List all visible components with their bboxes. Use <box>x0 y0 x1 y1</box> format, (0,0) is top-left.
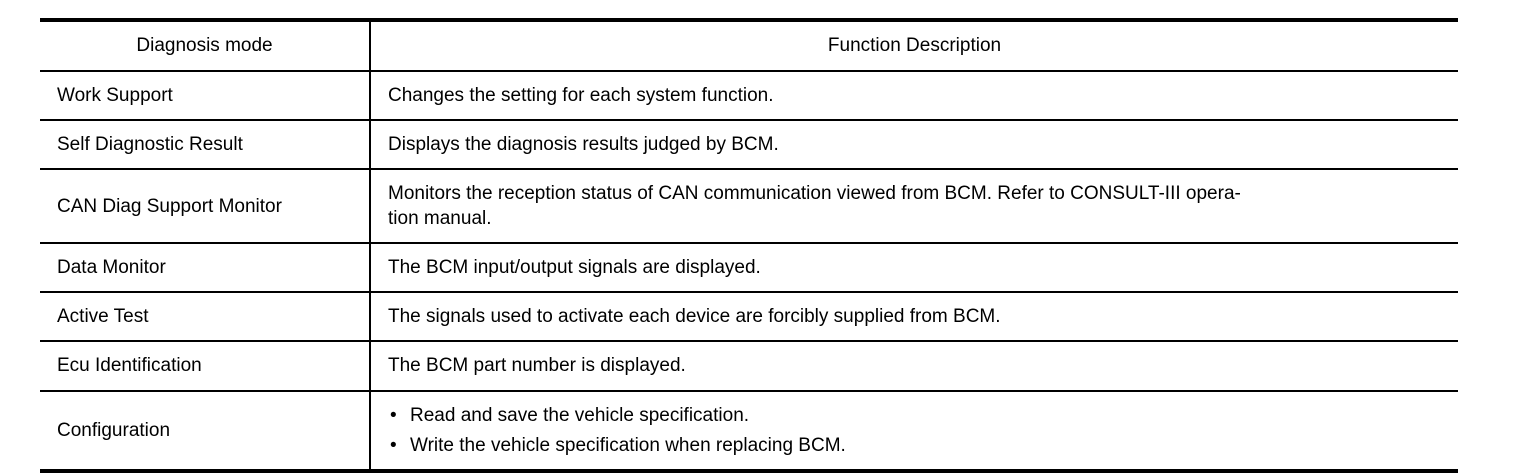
table-row: Data Monitor The BCM input/output signal… <box>40 242 1458 294</box>
function-description-text: The signals used to activate each device… <box>388 306 1001 328</box>
table-row: Ecu Identification The BCM part number i… <box>40 340 1458 392</box>
function-description-text: Displays the diagnosis results judged by… <box>388 134 779 156</box>
cell-diagnosis-mode: Data Monitor <box>40 242 371 294</box>
cell-diagnosis-mode: Active Test <box>40 291 371 343</box>
table-row: Self Diagnostic Result Displays the diag… <box>40 119 1458 171</box>
cell-function-description: Changes the setting for each system func… <box>370 69 1458 122</box>
diagnosis-mode-label: Configuration <box>57 419 171 441</box>
bullet-icon: • <box>390 404 397 426</box>
list-item: • Write the vehicle specification when r… <box>388 433 1448 458</box>
cell-diagnosis-mode: Work Support <box>40 69 371 122</box>
diagnosis-mode-label: Self Diagnostic Result <box>57 134 243 156</box>
diagnosis-mode-label: CAN Diag Support Monitor <box>57 195 282 217</box>
cell-function-description: The BCM input/output signals are display… <box>370 242 1458 294</box>
cell-function-description: The signals used to activate each device… <box>370 291 1458 343</box>
description-line-1: Monitors the reception status of CAN com… <box>388 183 1241 205</box>
cell-diagnosis-mode: Configuration <box>40 389 371 473</box>
table-header: Diagnosis mode Function Description <box>40 18 1458 72</box>
column-header-diagnosis-mode: Diagnosis mode <box>40 18 371 72</box>
table-row: Configuration • Read and save the vehicl… <box>40 389 1458 473</box>
list-item-label: Read and save the vehicle specification. <box>410 404 750 426</box>
cell-diagnosis-mode: Self Diagnostic Result <box>40 119 371 171</box>
cell-function-description: Monitors the reception status of CAN com… <box>370 168 1458 245</box>
diagnosis-mode-label: Work Support <box>57 85 173 106</box>
diagnosis-mode-label: Data Monitor <box>57 257 166 279</box>
table-header-row: Diagnosis mode Function Description <box>40 18 1458 72</box>
cell-function-description: Displays the diagnosis results judged by… <box>370 119 1458 171</box>
table-row: Work Support Changes the setting for eac… <box>40 69 1458 122</box>
function-description-text: The BCM part number is displayed. <box>388 355 686 377</box>
bullet-icon: • <box>390 434 397 456</box>
function-description-text: • Read and save the vehicle specificatio… <box>371 392 1458 469</box>
page-root: Diagnosis mode Function Description Work… <box>40 18 1458 473</box>
diagnosis-mode-table: Diagnosis mode Function Description Work… <box>40 18 1458 473</box>
list-item: • Read and save the vehicle specificatio… <box>388 403 1448 428</box>
cell-diagnosis-mode: CAN Diag Support Monitor <box>40 168 371 245</box>
description-line-2: tion manual. <box>388 208 492 230</box>
cell-diagnosis-mode: Ecu Identification <box>40 340 371 392</box>
cell-function-description: • Read and save the vehicle specificatio… <box>370 389 1458 473</box>
table-body: Work Support Changes the setting for eac… <box>40 69 1458 473</box>
diagnosis-mode-label: Ecu Identification <box>57 355 202 377</box>
configuration-bullet-list: • Read and save the vehicle specificatio… <box>388 403 1448 458</box>
function-description-text: The BCM input/output signals are display… <box>388 257 761 279</box>
diagnosis-mode-label: Active Test <box>57 306 149 328</box>
table-row: CAN Diag Support Monitor Monitors the re… <box>40 168 1458 245</box>
column-header-function-description: Function Description <box>370 18 1458 72</box>
function-description-text: Monitors the reception status of CAN com… <box>371 170 1458 242</box>
cell-function-description: The BCM part number is displayed. <box>370 340 1458 392</box>
table-row: Active Test The signals used to activate… <box>40 291 1458 343</box>
function-description-text: Changes the setting for each system func… <box>388 85 774 106</box>
list-item-label: Write the vehicle specification when rep… <box>410 434 846 456</box>
